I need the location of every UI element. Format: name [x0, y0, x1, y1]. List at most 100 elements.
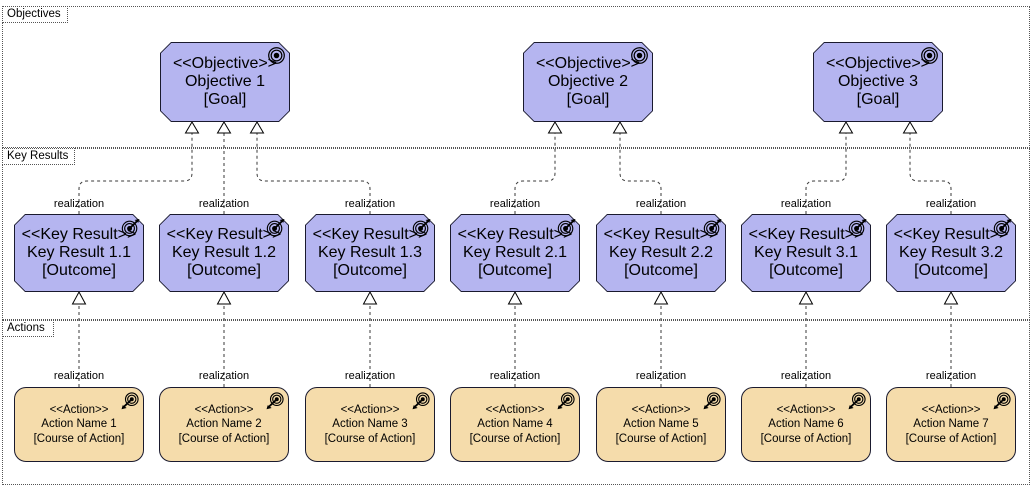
- node-stereotype: <<Key Result>>: [603, 226, 719, 243]
- node-name: Key Result 3.2: [898, 244, 1004, 261]
- node-fill: [742, 215, 870, 291]
- node-type-label: [Course of Action]: [469, 432, 561, 445]
- edge-label-realization: realization: [780, 198, 832, 210]
- course-of-action-icon: [702, 392, 721, 411]
- key-result-node[interactable]: <<Key Result>>Key Result 1.3[Outcome]: [305, 214, 435, 292]
- node-type-label: [Goal]: [566, 91, 610, 108]
- node-stereotype: <<Objective>>: [172, 55, 278, 72]
- action-node[interactable]: <<Action>>Action Name 4[Course of Action…: [450, 387, 580, 462]
- key-result-node[interactable]: <<Key Result>>Key Result 1.2[Outcome]: [159, 214, 289, 292]
- objective-node[interactable]: <<Objective>>Objective 2[Goal]: [523, 42, 653, 122]
- node-name: Action Name 1: [41, 418, 117, 431]
- node-name: Key Result 1.2: [171, 244, 277, 261]
- edge-label-realization: realization: [53, 370, 105, 382]
- node-text: <<Objective>>Objective 3[Goal]: [813, 42, 943, 122]
- key-result-node[interactable]: <<Key Result>>Key Result 3.2[Outcome]: [886, 214, 1016, 292]
- node-stereotype: <<Key Result>>: [748, 226, 864, 243]
- edge-label-realization: realization: [925, 370, 977, 382]
- node-type-label: [Outcome]: [333, 262, 407, 279]
- node-fill: [306, 215, 434, 291]
- node-stereotype: <<Key Result>>: [166, 226, 282, 243]
- node-fill: [15, 215, 143, 291]
- node-type-label: [Goal]: [856, 91, 900, 108]
- action-node[interactable]: <<Action>>Action Name 2[Course of Action…: [159, 387, 289, 462]
- node-text: <<Objective>>Objective 1[Goal]: [160, 42, 290, 122]
- edge-label-realization: realization: [925, 198, 977, 210]
- group-label-actions: Actions: [2, 320, 54, 337]
- node-fill: [161, 43, 289, 121]
- action-node[interactable]: <<Action>>Action Name 5[Course of Action…: [596, 387, 726, 462]
- course-of-action-icon: [265, 392, 284, 411]
- node-type-label: [Course of Action]: [615, 432, 707, 445]
- key-result-node[interactable]: <<Key Result>>Key Result 2.2[Outcome]: [596, 214, 726, 292]
- course-of-action-icon: [847, 392, 866, 411]
- node-fill: [814, 43, 942, 121]
- node-type-label: [Outcome]: [624, 262, 698, 279]
- group-label-objectives: Objectives: [2, 6, 68, 23]
- node-text: <<Key Result>>Key Result 2.1[Outcome]: [450, 214, 580, 292]
- node-type-label: [Outcome]: [914, 262, 988, 279]
- node-type-label: [Outcome]: [42, 262, 116, 279]
- node-stereotype: <<Action>>: [921, 404, 981, 417]
- node-type-label: [Course of Action]: [905, 432, 997, 445]
- group-objectives[interactable]: Objectives: [2, 6, 1030, 148]
- objective-node[interactable]: <<Objective>>Objective 3[Goal]: [813, 42, 943, 122]
- edge-label-realization: realization: [635, 198, 687, 210]
- node-stereotype: <<Action>>: [631, 404, 691, 417]
- edge-label-realization: realization: [489, 370, 541, 382]
- node-stereotype: <<Action>>: [776, 404, 836, 417]
- group-key-results[interactable]: Key Results: [2, 148, 1030, 320]
- node-name: Key Result 3.1: [753, 244, 859, 261]
- node-stereotype: <<Action>>: [340, 404, 400, 417]
- node-stereotype: <<Key Result>>: [457, 226, 573, 243]
- key-result-node[interactable]: <<Key Result>>Key Result 1.1[Outcome]: [14, 214, 144, 292]
- node-type-label: [Outcome]: [187, 262, 261, 279]
- key-result-node[interactable]: <<Key Result>>Key Result 2.1[Outcome]: [450, 214, 580, 292]
- node-type-label: [Outcome]: [769, 262, 843, 279]
- action-node[interactable]: <<Action>>Action Name 1[Course of Action…: [14, 387, 144, 462]
- node-stereotype: <<Key Result>>: [312, 226, 428, 243]
- edge-label-realization: realization: [635, 370, 687, 382]
- course-of-action-icon: [556, 392, 575, 411]
- node-stereotype: <<Action>>: [485, 404, 545, 417]
- action-node[interactable]: <<Action>>Action Name 7[Course of Action…: [886, 387, 1016, 462]
- node-text: <<Key Result>>Key Result 2.2[Outcome]: [596, 214, 726, 292]
- edge-label-realization: realization: [344, 198, 396, 210]
- node-name: Key Result 2.1: [462, 244, 568, 261]
- node-stereotype: <<Objective>>: [825, 55, 931, 72]
- node-type-label: [Course of Action]: [33, 432, 125, 445]
- node-text: <<Key Result>>Key Result 1.1[Outcome]: [14, 214, 144, 292]
- node-text: <<Key Result>>Key Result 1.3[Outcome]: [305, 214, 435, 292]
- node-name: Action Name 7: [913, 418, 989, 431]
- node-name: Objective 3: [837, 73, 919, 90]
- node-name: Objective 1: [184, 73, 266, 90]
- group-actions[interactable]: Actions: [2, 320, 1030, 485]
- node-type-label: [Goal]: [203, 91, 247, 108]
- node-name: Action Name 4: [477, 418, 553, 431]
- node-fill: [160, 215, 288, 291]
- edge-label-realization: realization: [780, 370, 832, 382]
- node-text: <<Key Result>>Key Result 3.2[Outcome]: [886, 214, 1016, 292]
- action-node[interactable]: <<Action>>Action Name 6[Course of Action…: [741, 387, 871, 462]
- node-name: Action Name 6: [768, 418, 844, 431]
- group-label-key-results: Key Results: [2, 148, 75, 165]
- edge-label-realization: realization: [344, 370, 396, 382]
- edge-label-realization: realization: [489, 198, 541, 210]
- course-of-action-icon: [120, 392, 139, 411]
- node-fill: [524, 43, 652, 121]
- key-result-node[interactable]: <<Key Result>>Key Result 3.1[Outcome]: [741, 214, 871, 292]
- objective-node[interactable]: <<Objective>>Objective 1[Goal]: [160, 42, 290, 122]
- node-stereotype: <<Key Result>>: [21, 226, 137, 243]
- action-node[interactable]: <<Action>>Action Name 3[Course of Action…: [305, 387, 435, 462]
- edge-label-realization: realization: [53, 198, 105, 210]
- node-text: <<Key Result>>Key Result 3.1[Outcome]: [741, 214, 871, 292]
- node-name: Objective 2: [547, 73, 629, 90]
- course-of-action-icon: [411, 392, 430, 411]
- node-text: <<Objective>>Objective 2[Goal]: [523, 42, 653, 122]
- node-type-label: [Course of Action]: [178, 432, 270, 445]
- node-fill: [451, 215, 579, 291]
- node-name: Action Name 2: [186, 418, 262, 431]
- edge-label-realization: realization: [198, 198, 250, 210]
- course-of-action-icon: [992, 392, 1011, 411]
